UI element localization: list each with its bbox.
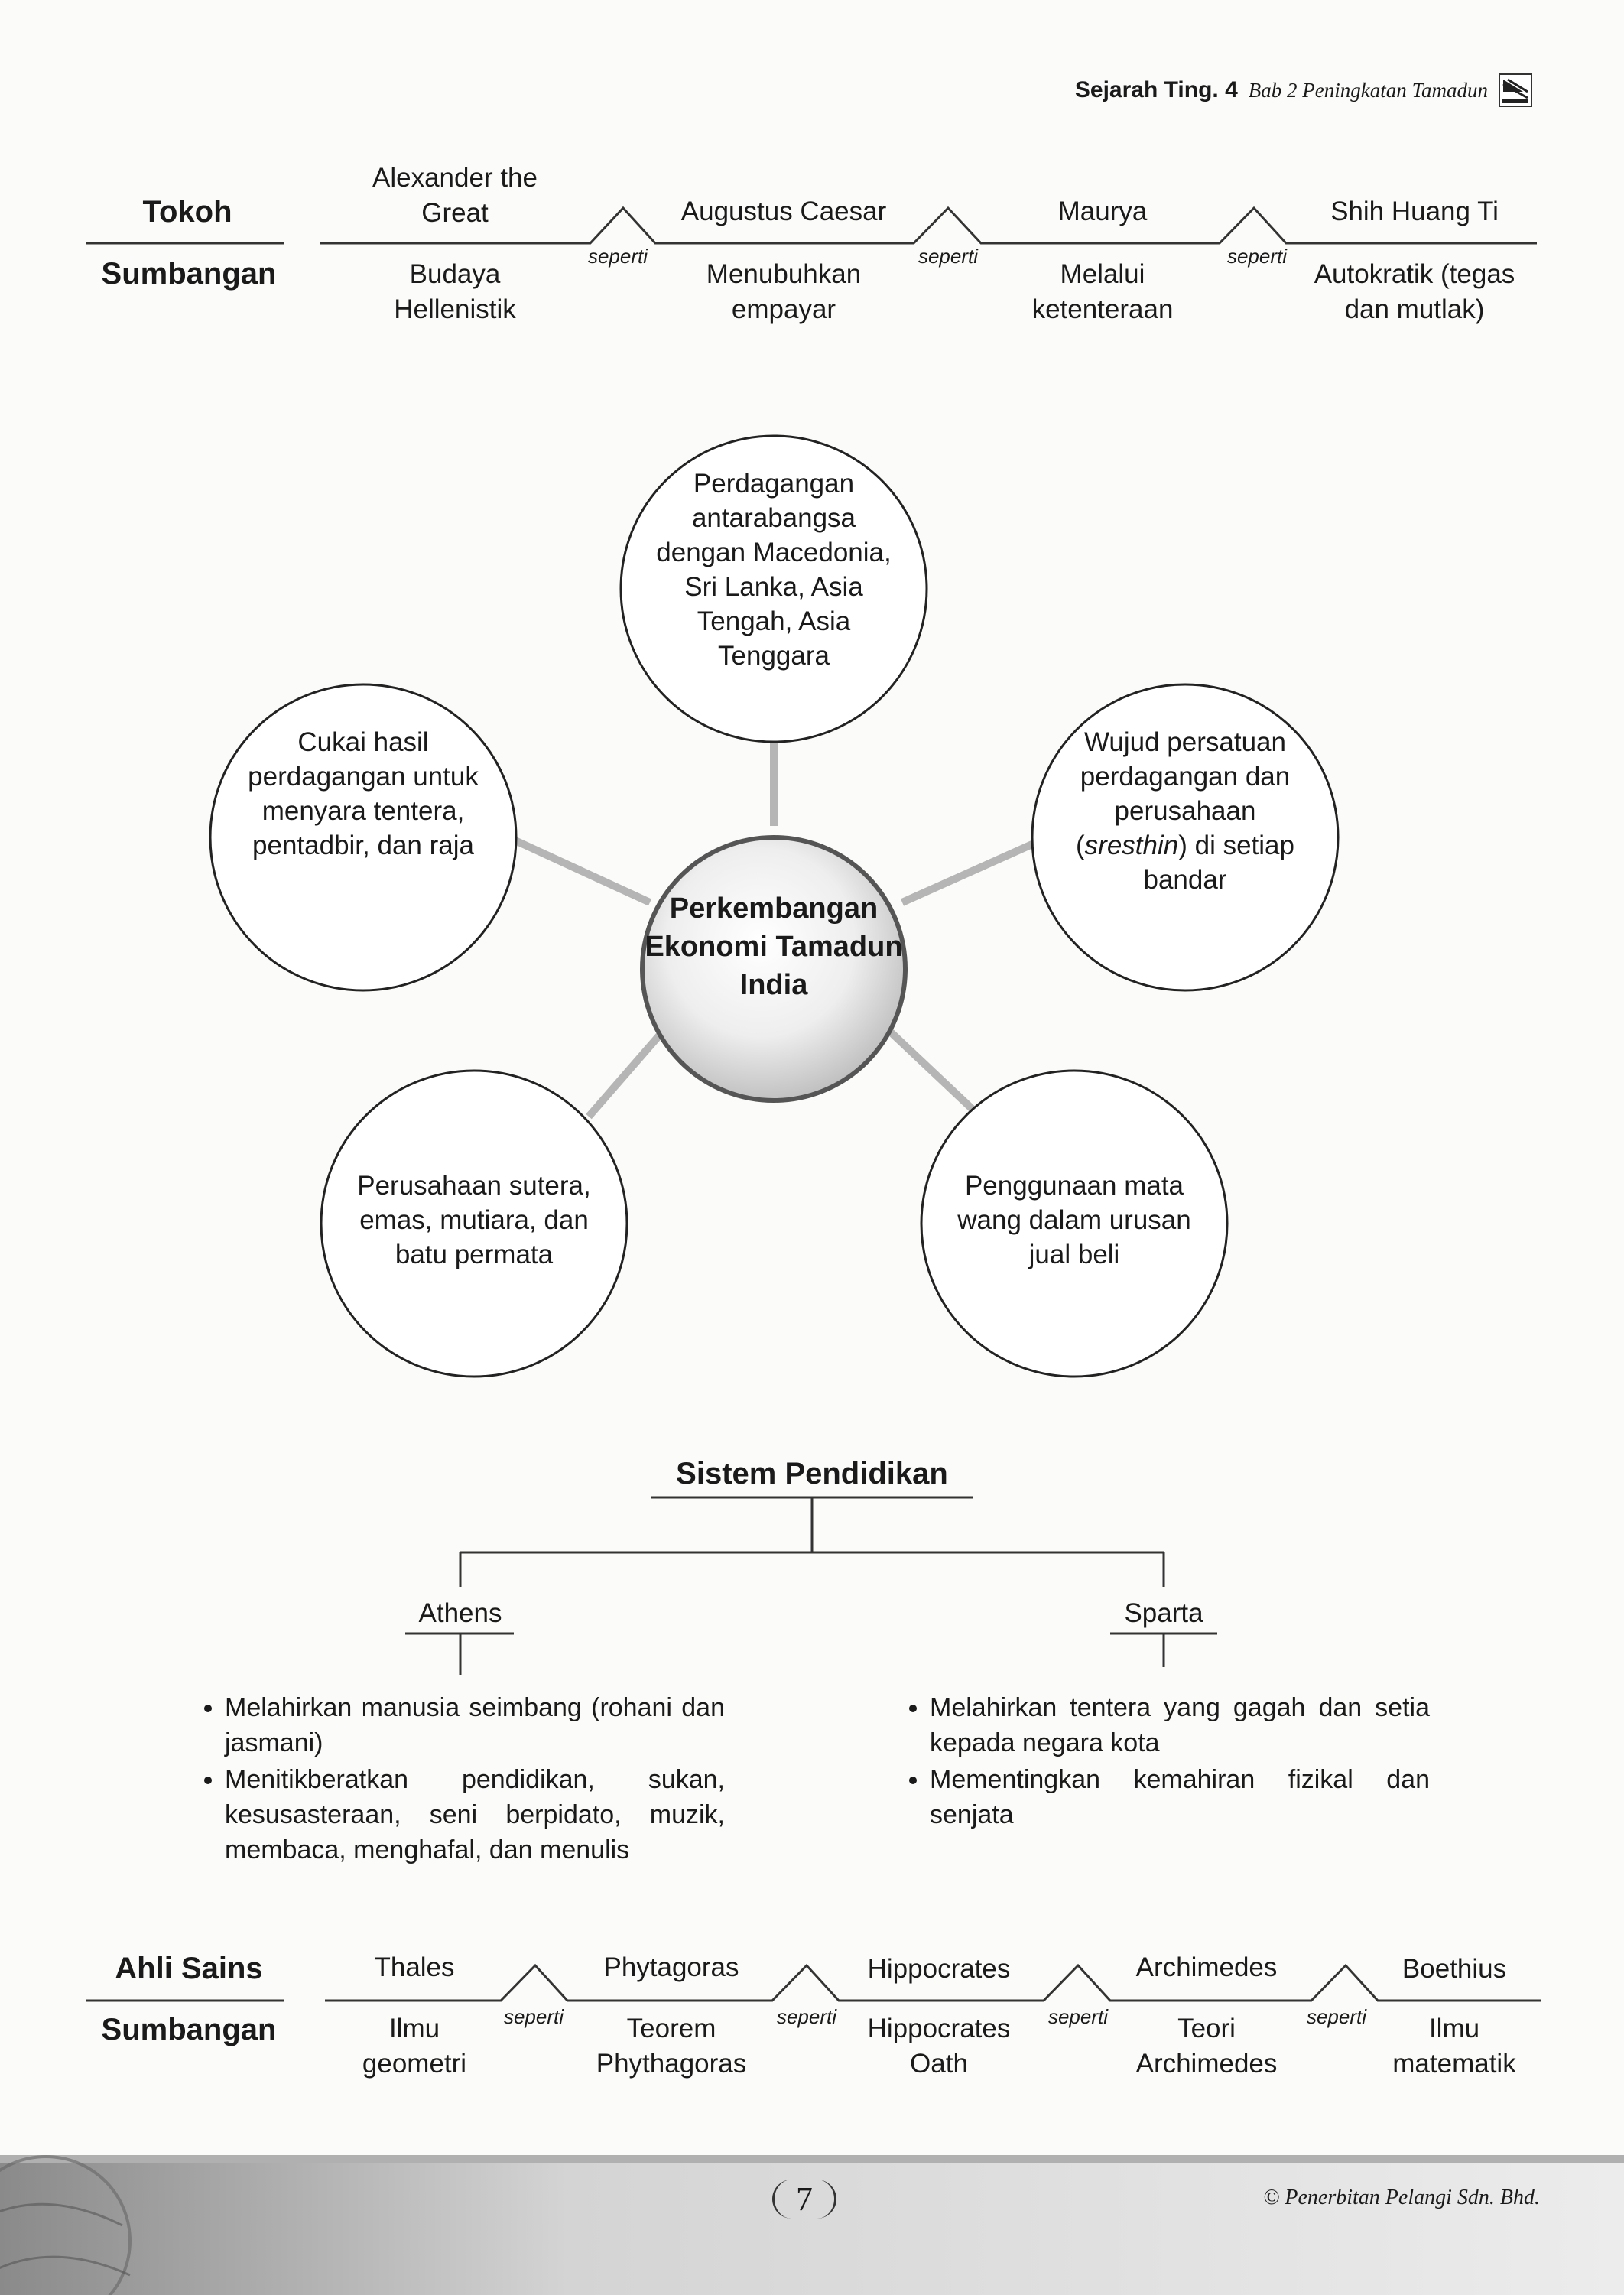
chapter-title: Bab 2 Peningkatan Tamadun [1248, 78, 1488, 102]
node-industry: Perusahaan sutera, emas, mutiara, dan ba… [357, 1171, 591, 1269]
science-contrib-2: Teorem Phythagoras [596, 2014, 747, 2079]
node-tax: Cukai hasil perdagangan untuk menyara te… [248, 727, 479, 860]
scientist-3: Hippocrates [867, 1954, 1011, 1984]
seperti-7: seperti [1306, 2005, 1367, 2028]
copyright: © Penerbitan Pelangi Sdn. Bhd. [1263, 2186, 1540, 2209]
seperti-6: seperti [1047, 2005, 1109, 2028]
page-number: 7 [772, 2180, 836, 2219]
athens-points: Melahirkan manusia seimbang (rohani dan … [197, 1690, 725, 1869]
node-currency: Penggunaan mata wang dalam urusan jual b… [957, 1171, 1191, 1269]
tokoh-contrib-4: Autokratik (tegas dan mutlak) [1314, 259, 1515, 324]
seperti-1: seperti [587, 245, 648, 268]
athens-label: Athens [418, 1598, 502, 1628]
center-node: Perkembangan Ekonomi Tamadun India [645, 892, 903, 1001]
node-trade: Perdagangan antarabangsa dengan Macedoni… [656, 469, 892, 671]
running-header: Sejarah Ting. 4 Bab 2 Peningkatan Tamadu… [1075, 73, 1532, 107]
tokoh-name-3: Maurya [1057, 197, 1148, 226]
science-contrib-3: Hippocrates Oath [867, 2014, 1011, 2079]
seperti-4: seperti [503, 2005, 564, 2028]
science-lines [86, 1963, 1541, 2002]
education-tree-lines [405, 1496, 1217, 1675]
seperti-5: seperti [776, 2005, 837, 2028]
book-title: Sejarah Ting. 4 [1074, 77, 1238, 102]
scientist-1: Thales [374, 1952, 455, 1982]
tokoh-lines [86, 206, 1537, 245]
mind-map-graphics [209, 434, 1340, 1378]
tokoh-label: Tokoh [142, 195, 232, 229]
seperti-2: seperti [918, 245, 979, 268]
science-label: Ahli Sains [115, 1952, 263, 1985]
seperti-3: seperti [1226, 245, 1288, 268]
science-contrib-5: Ilmu matematik [1392, 2014, 1516, 2079]
athens-point-2: Menitikberatkan pendidikan, sukan, kesus… [225, 1762, 725, 1868]
tokoh-name-1: Alexander the Great [372, 163, 538, 228]
sparta-point-2: Mementingkan kemahiran fizikal dan senja… [930, 1762, 1430, 1832]
tokoh-contrib-2: Menubuhkan empayar [706, 259, 862, 324]
education-title: Sistem Pendidikan [676, 1457, 948, 1490]
science-contrib-label: Sumbangan [101, 2013, 277, 2046]
scientist-5: Boethius [1402, 1954, 1507, 1984]
node-guild: Wujud persatuan perdagangan dan perusaha… [1076, 727, 1294, 895]
athens-point-1: Melahirkan manusia seimbang (rohani dan … [225, 1690, 725, 1760]
science-contrib-1: Ilmu geometri [362, 2014, 467, 2079]
sparta-point-1: Melahirkan tentera yang gagah dan setia … [930, 1690, 1430, 1760]
sparta-points: Melahirkan tentera yang gagah dan setia … [902, 1690, 1430, 1834]
tokoh-name-2: Augustus Caesar [680, 197, 887, 226]
tokoh-contrib-3: Melalui ketenteraan [1031, 259, 1174, 324]
tokoh-contrib-1: Budaya Hellenistik [394, 259, 516, 324]
tokoh-contrib-label: Sumbangan [101, 257, 277, 291]
science-contrib-4: Teori Archimedes [1135, 2014, 1278, 2079]
scientist-4: Archimedes [1135, 1952, 1278, 1982]
tokoh-name-4: Shih Huang Ti [1330, 197, 1499, 226]
publisher-logo-icon [1499, 73, 1532, 107]
sparta-label: Sparta [1124, 1598, 1203, 1628]
scientist-2: Phytagoras [603, 1952, 739, 1982]
